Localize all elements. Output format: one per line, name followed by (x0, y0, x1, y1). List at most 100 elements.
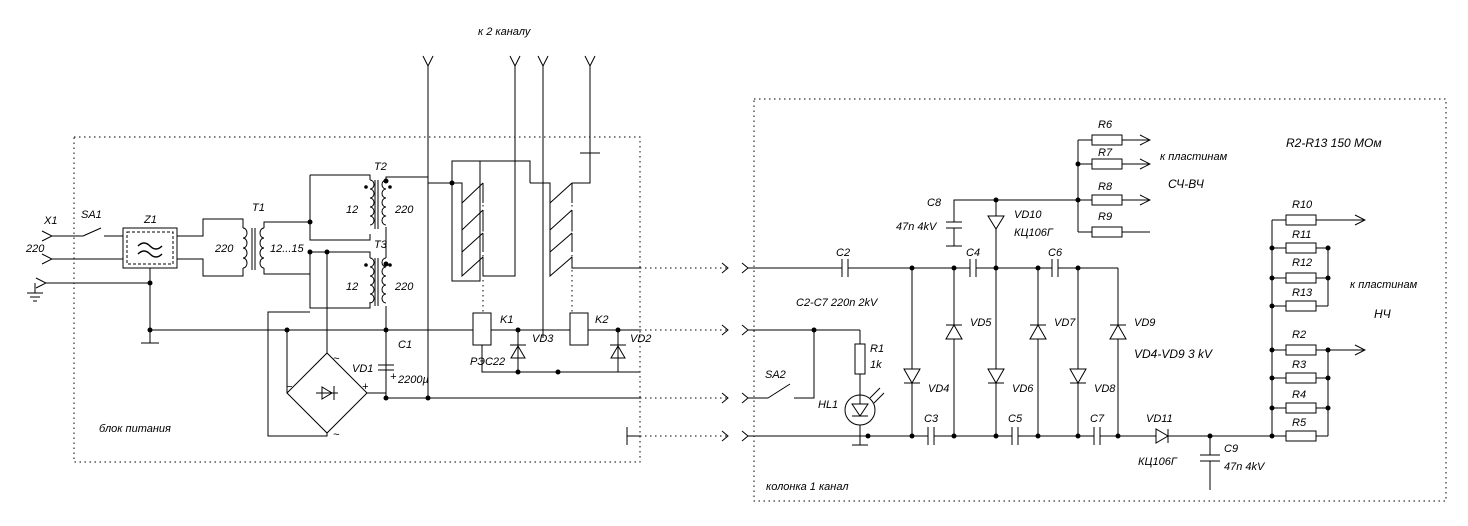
mains-input (27, 227, 150, 302)
diode-vd7 (1029, 268, 1047, 436)
label-t1-secondary: 12...15 (270, 243, 305, 255)
power-block-border (73, 136, 641, 463)
label-c4: C4 (966, 247, 980, 259)
capacitor-c6 (1051, 259, 1059, 277)
label-vd1: VD1 (352, 363, 373, 375)
resistor-r1 (854, 330, 866, 393)
label-r7: R7 (1098, 147, 1113, 159)
resistor-r2 (1272, 344, 1365, 356)
label-t2: T2 (374, 161, 387, 173)
label-t1-primary: 220 (214, 243, 234, 255)
label-vd8: VD8 (1094, 383, 1116, 395)
label-vd9: VD9 (1134, 317, 1155, 329)
capacitor-c3 (927, 427, 935, 445)
label-r1: R1 (870, 343, 884, 355)
resistor-r10 (1272, 214, 1365, 226)
capacitor-c1 (378, 364, 394, 371)
resistor-r12 (1272, 272, 1328, 284)
label-c8-value: 47n 4kV (896, 221, 938, 233)
label-vd2: VD2 (630, 333, 651, 345)
lamp-hl1 (844, 387, 885, 446)
label-t2-in: 12 (346, 204, 358, 216)
label-vd4-vd9-value: VD4-VD9 3 kV (1134, 347, 1213, 361)
capacitor-c8 (946, 221, 962, 247)
label-r4: R4 (1292, 389, 1306, 401)
label-c3: C3 (924, 413, 939, 425)
label-vd4: VD4 (928, 383, 949, 395)
label-c9-value: 47n 4kV (1224, 461, 1266, 473)
label-c2: C2 (836, 247, 850, 259)
label-sa2: SA2 (765, 369, 786, 381)
switch-sa2 (748, 330, 815, 399)
resistor-r11 (1272, 242, 1328, 254)
label-hf-band: СЧ-ВЧ (1168, 177, 1205, 191)
label-hl1: HL1 (818, 399, 838, 411)
label-r12: R12 (1292, 257, 1312, 269)
label-vd5: VD5 (970, 317, 992, 329)
label-vd6: VD6 (1012, 383, 1034, 395)
label-c6: C6 (1048, 247, 1063, 259)
label-vd3: VD3 (532, 333, 554, 345)
label-power-block: блок питания (99, 423, 171, 435)
label-t1: T1 (252, 202, 265, 214)
label-k2: K2 (595, 314, 608, 326)
label-to-plates-hf: к пластинам (1160, 151, 1228, 163)
relay-k2-coil (491, 312, 640, 346)
label-bridge-minus: − (286, 381, 293, 393)
relay-k1-coil (472, 312, 640, 373)
label-r3: R3 (1292, 359, 1307, 371)
label-sa1: SA1 (81, 209, 102, 221)
label-vd11: VD11 (1146, 413, 1173, 425)
resistor-r4 (1272, 402, 1328, 414)
capacitor-c2 (841, 259, 849, 277)
label-vd11-type: КЦ106Г (1138, 456, 1178, 468)
diode-vd8 (1069, 268, 1087, 436)
interconnect (640, 262, 749, 442)
relay-k1-contacts (451, 66, 531, 313)
label-to-plates-lf: к пластинам (1350, 279, 1418, 291)
label-c2-c7-value: C2-C7 220n 2kV (796, 297, 879, 309)
label-vd7: VD7 (1054, 317, 1076, 329)
resistor-r3 (1272, 372, 1328, 384)
label-relay-type: РЭС22 (470, 356, 505, 368)
resistor-r13 (1272, 300, 1328, 312)
label-c9: C9 (1224, 443, 1238, 455)
label-x1: X1 (43, 215, 57, 227)
label-c1-plus: + (390, 371, 397, 383)
label-bridge-tilde-bottom: ~ (333, 429, 340, 441)
relay-k2-contacts (530, 66, 640, 313)
label-c8: C8 (927, 197, 942, 209)
label-vd10: VD10 (1014, 209, 1042, 221)
diode-vd4 (903, 268, 921, 436)
transformer-t3 (364, 257, 392, 306)
resistor-r8 (1078, 194, 1150, 206)
capacitor-c4 (969, 259, 977, 277)
label-r11: R11 (1292, 229, 1311, 241)
label-channel-2: к 2 каналу (478, 26, 532, 38)
diode-vd2 (610, 330, 626, 372)
transformer-t2 (364, 179, 392, 229)
label-r1-value: 1k (870, 359, 882, 371)
label-t2-out: 220 (394, 204, 414, 216)
capacitor-c5 (1011, 427, 1019, 445)
label-r10: R10 (1292, 199, 1313, 211)
label-c5: C5 (1008, 413, 1023, 425)
diode-vd10 (987, 200, 1005, 268)
filter-z1 (122, 227, 178, 269)
resistor-r9 (1078, 226, 1150, 238)
label-bridge-plus: + (362, 381, 369, 393)
diode-vd9 (1109, 268, 1127, 436)
label-k1: K1 (500, 314, 513, 326)
label-t3-out: 220 (394, 281, 414, 293)
label-bridge-tilde-top: ~ (333, 353, 340, 365)
label-r8: R8 (1098, 181, 1113, 193)
label-r9: R9 (1098, 211, 1112, 223)
diode-vd6 (987, 268, 1005, 436)
diode-vd11 (1152, 428, 1170, 444)
label-column-1: колонка 1 канал (766, 481, 849, 493)
label-c1-value: 2200µ (397, 374, 429, 386)
label-c7: C7 (1090, 413, 1105, 425)
label-r2-r13-value: R2-R13 150 МОм (1286, 136, 1382, 150)
label-z1: Z1 (143, 214, 157, 226)
